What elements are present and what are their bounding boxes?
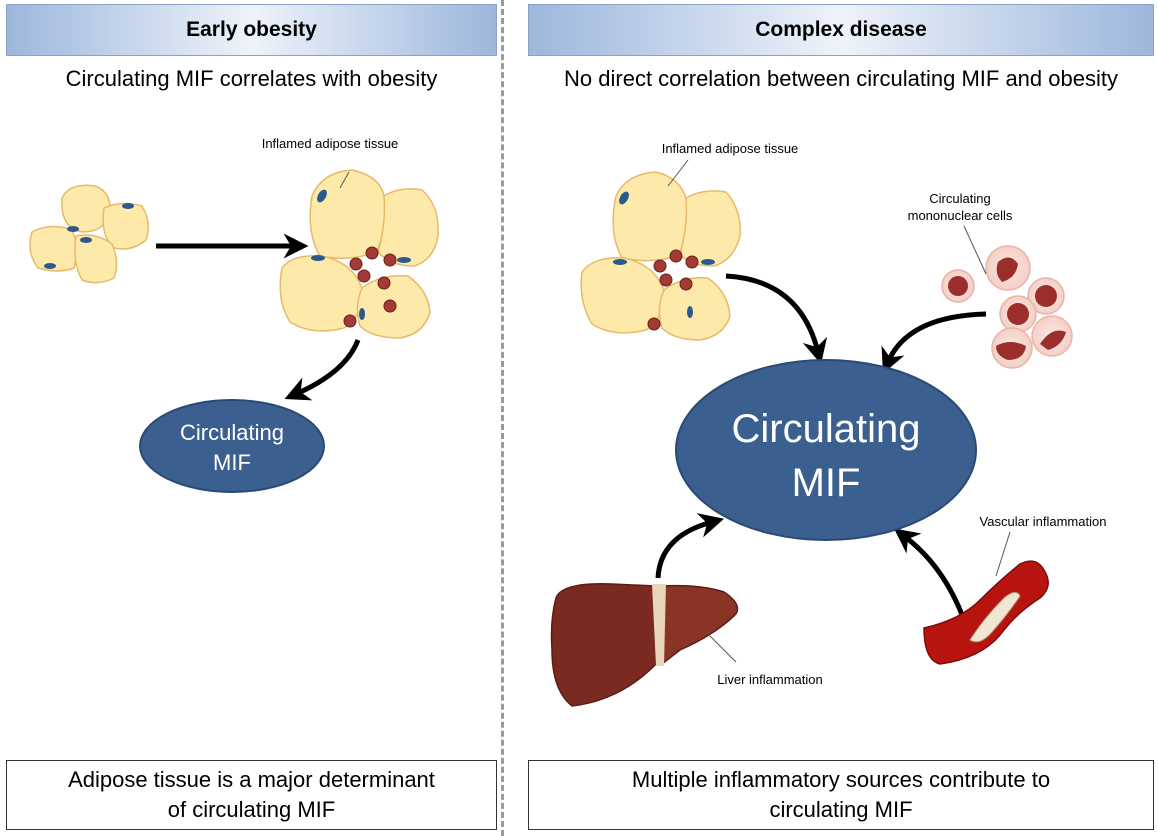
circulating-mif-left xyxy=(139,399,325,493)
early-obesity-footer: Adipose tissue is a major determinant of… xyxy=(6,760,497,830)
left-tissue-label: Inflamed adipose tissue xyxy=(261,136,399,151)
liver-icon xyxy=(550,583,739,707)
lean-nuclei-icon xyxy=(44,203,134,269)
right-cells-label: Circulating mononuclear cells xyxy=(907,191,1013,223)
inflamed-nuclei-left-icon xyxy=(311,189,411,320)
complex-disease-header: Complex disease xyxy=(528,4,1154,56)
adipose-to-mif-arrow xyxy=(284,339,361,401)
liver-to-mif-arrow xyxy=(655,513,725,579)
blood-vessel-icon xyxy=(923,560,1049,665)
inflamed-nuclei-right-icon xyxy=(613,191,715,318)
complex-disease-subtitle: No direct correlation between circulatin… xyxy=(564,66,1118,91)
left-mif-label: Circulating MIF xyxy=(180,420,284,475)
macrophages-left-icon xyxy=(343,246,397,328)
early-obesity-header: Early obesity xyxy=(6,4,497,56)
liver-label: Liver inflammation xyxy=(717,672,823,687)
complex-disease-header-text: Complex disease xyxy=(755,18,927,41)
early-obesity-header-text: Early obesity xyxy=(186,18,317,41)
inflamed-adipose-right-icon xyxy=(580,171,741,341)
right-tissue-label: Inflamed adipose tissue xyxy=(661,141,799,156)
complex-disease-footer-text: Multiple inflammatory sources contribute… xyxy=(631,767,1051,822)
panel-divider xyxy=(501,0,504,836)
macrophages-right-icon xyxy=(647,249,699,331)
vascular-label: Vascular inflammation xyxy=(979,514,1107,529)
cells-to-mif-arrow xyxy=(881,311,987,374)
early-obesity-footer-text: Adipose tissue is a major determinant of… xyxy=(68,767,435,822)
early-obesity-subtitle: Circulating MIF correlates with obesity xyxy=(65,66,438,91)
circulating-mif-right xyxy=(675,359,977,541)
right-mif-label: Circulating MIF xyxy=(731,407,921,505)
mononuclear-cells-icon xyxy=(941,245,1073,369)
adipose-to-mif-right-arrow xyxy=(725,273,828,365)
complex-disease-footer: Multiple inflammatory sources contribute… xyxy=(528,760,1154,830)
vessel-to-mif-arrow xyxy=(894,528,967,621)
